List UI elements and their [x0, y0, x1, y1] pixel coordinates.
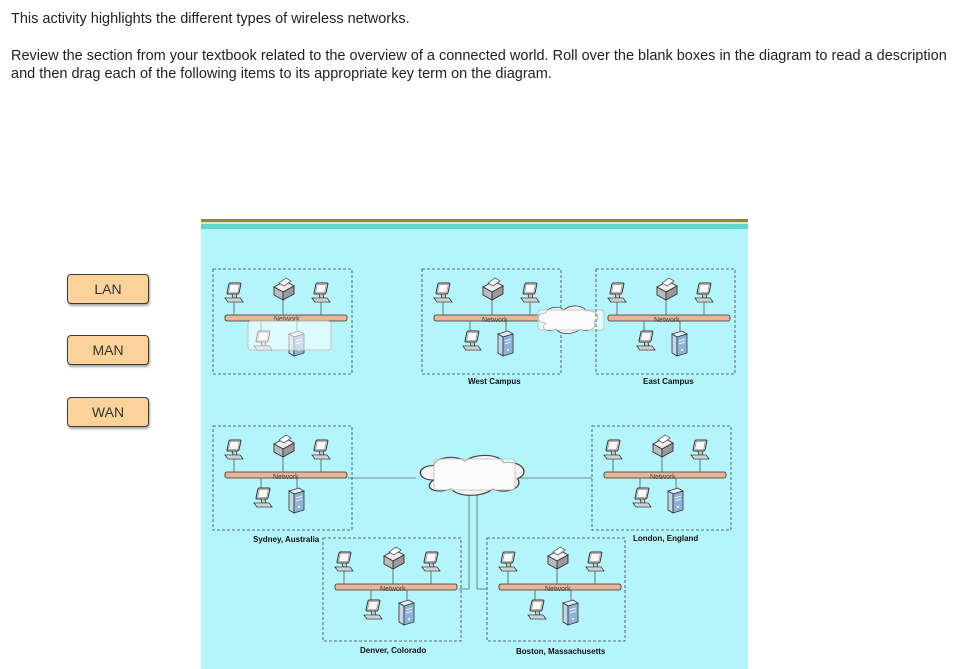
network-diagram: Network Network West Campus Network East…: [201, 219, 748, 669]
network-label: Network: [654, 317, 680, 324]
drop-box-lan[interactable]: [247, 320, 332, 351]
site-denver: Network Denver, Colorado: [322, 537, 462, 655]
network-label: Network: [482, 317, 508, 324]
lan-group-top-left: Network: [212, 268, 353, 375]
drop-box-man[interactable]: [537, 309, 605, 331]
network-label: Network: [650, 474, 676, 481]
term-man-button[interactable]: MAN: [67, 335, 149, 365]
site-london: Network London, England: [591, 425, 732, 543]
network-label: Network: [380, 586, 406, 593]
site-boston: Network Boston, Massachusetts: [486, 537, 626, 656]
network-label: Network: [545, 586, 571, 593]
label-denver: Denver, Colorado: [360, 646, 426, 655]
label-east-campus: East Campus: [643, 377, 694, 386]
label-west-campus: West Campus: [468, 377, 521, 386]
network-label: Network: [274, 316, 300, 323]
site-sydney: Network Sydney, Australia: [212, 425, 353, 544]
network-label: Network: [273, 474, 299, 481]
term-lan-button[interactable]: LAN: [67, 274, 149, 304]
site-east-campus: Network East Campus: [595, 268, 736, 386]
instructions-text: Review the section from your textbook re…: [11, 48, 947, 82]
intro-text: This activity highlights the different t…: [11, 11, 410, 27]
term-wan-button[interactable]: WAN: [67, 397, 149, 427]
label-boston: Boston, Massachusetts: [516, 647, 606, 656]
label-london: London, England: [633, 534, 698, 543]
label-sydney: Sydney, Australia: [253, 535, 320, 544]
drop-box-wan[interactable]: [433, 458, 516, 491]
